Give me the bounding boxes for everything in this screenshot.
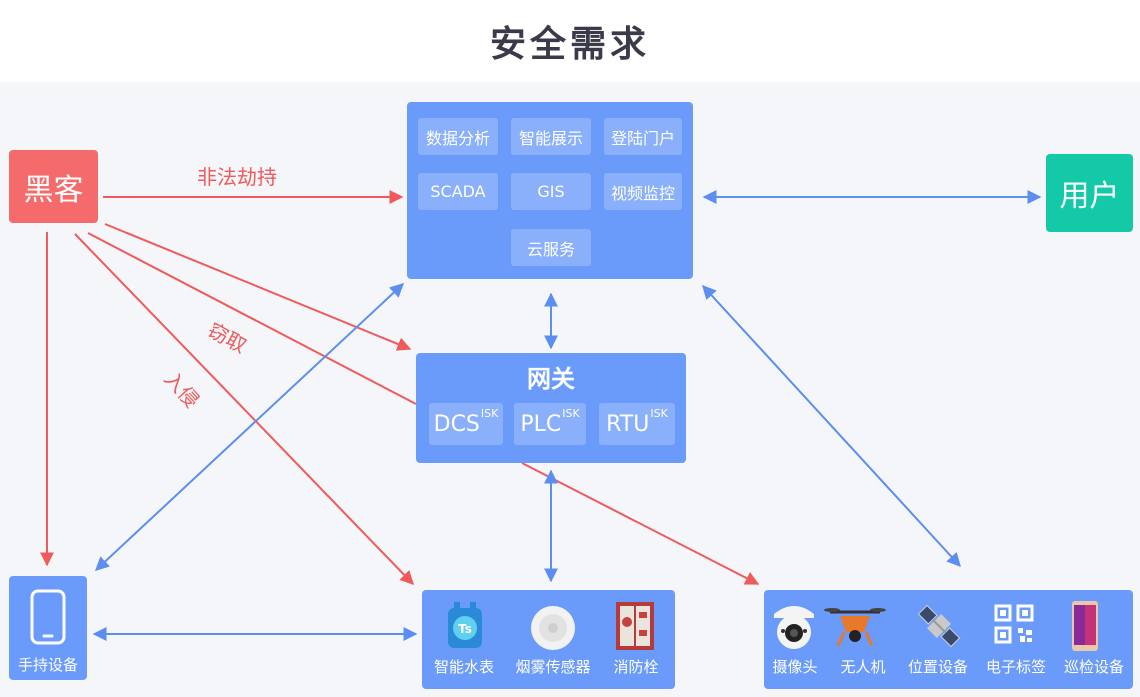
chip-rtu-sup: ISK <box>650 407 668 420</box>
chip-login-portal: 登陆门户 <box>604 118 682 155</box>
handheld-label: 手持设备 <box>17 656 78 674</box>
chip-dcs-label: DCS <box>433 411 480 437</box>
inspection-device-label: 巡检设备 <box>1063 658 1124 676</box>
chip-dcs-sup: ISK <box>480 407 499 420</box>
location-device-label: 位置设备 <box>907 658 968 676</box>
chip-gis: GIS <box>511 173 591 210</box>
header: 安全需求 <box>0 0 1140 82</box>
qr-code-icon <box>994 604 1034 644</box>
page-title: 安全需求 <box>489 24 650 65</box>
attack-line-field-2 <box>521 462 760 585</box>
camera-icon <box>774 606 814 649</box>
chip-rtu-label: RTU <box>606 411 650 437</box>
handheld-device-node: 手持设备 <box>9 576 87 680</box>
satellite-icon <box>917 604 961 648</box>
fire-hydrant-label: 消防栓 <box>613 658 659 676</box>
sensors-group: Ts 智能水表 烟雾传感器 消防栓 <box>422 590 675 689</box>
phone-icon <box>30 589 66 645</box>
drone-label: 无人机 <box>840 658 886 676</box>
smoke-sensor-label: 烟雾传感器 <box>515 658 591 676</box>
svg-text:Ts: Ts <box>458 622 472 636</box>
attack-line-sensors <box>74 233 414 586</box>
gateway-title: 网关 <box>527 365 575 393</box>
water-meter-icon: Ts <box>448 602 482 648</box>
chip-data-analysis: 数据分析 <box>418 118 498 155</box>
chip-video-monitor: 视频监控 <box>604 173 682 210</box>
field-devices-group: 摄像头 无人机 位置设备 电子标签 巡检设备 <box>764 590 1133 689</box>
electronic-tag-label: 电子标签 <box>985 658 1046 676</box>
chip-plc-sup: ISK <box>562 407 580 420</box>
user-node: 用户 <box>1046 154 1133 232</box>
attack-line-gateway <box>104 223 412 351</box>
comm-line-handheld-cloud <box>94 283 405 571</box>
chip-smart-display: 智能展示 <box>511 118 591 155</box>
chip-scada: SCADA <box>418 173 498 210</box>
comm-line-cloud-field <box>702 284 961 568</box>
chip-cloud-service: 云服务 <box>511 229 591 266</box>
chip-plc-label: PLC <box>520 411 562 437</box>
smoke-sensor-icon <box>531 606 575 650</box>
camera-label: 摄像头 <box>772 658 818 676</box>
drone-icon <box>824 608 886 647</box>
hacker-node: 黑客 <box>9 150 98 223</box>
smartphone-icon <box>1072 601 1098 651</box>
fire-hydrant-icon <box>616 602 654 650</box>
cloud-platform: 数据分析 智能展示 登陆门户 SCADA GIS 视频监控 云服务 <box>407 102 693 279</box>
smart-water-meter-label: 智能水表 <box>433 658 494 676</box>
label-hijack: 非法劫持 <box>197 165 277 189</box>
